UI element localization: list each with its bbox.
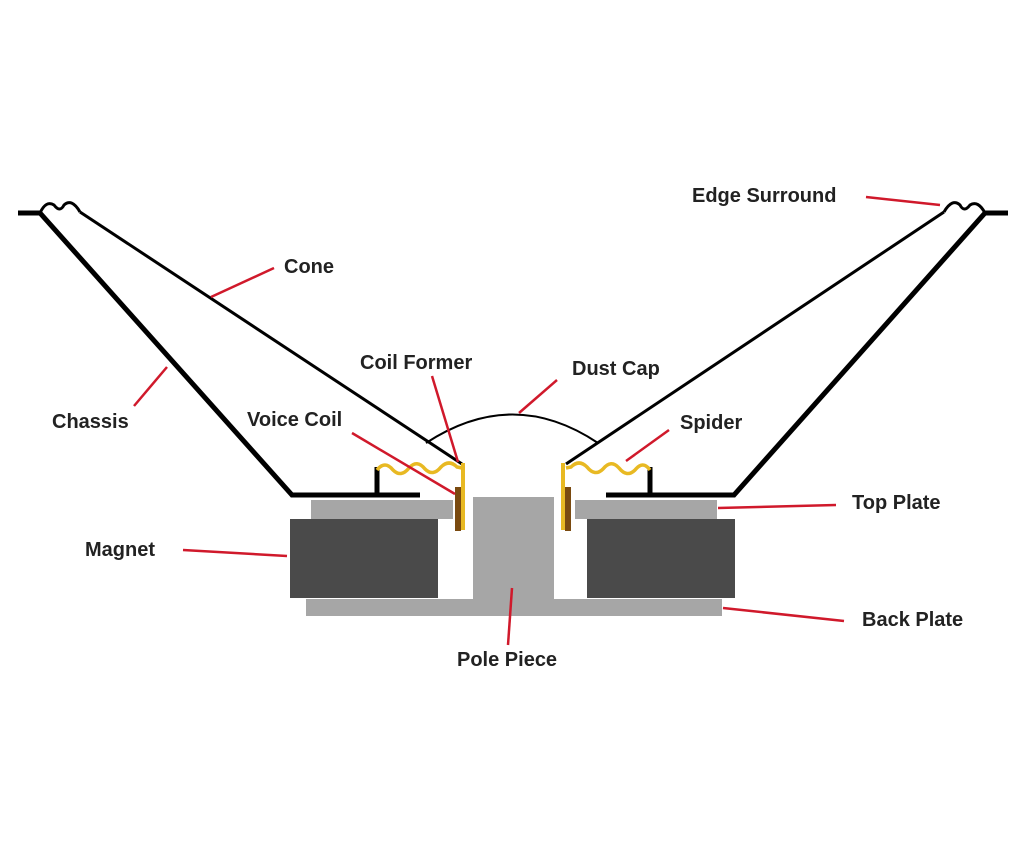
label-dust-cap: Dust Cap [572, 358, 660, 380]
dust-cap [425, 413, 599, 444]
label-cone: Cone [284, 256, 334, 278]
leader-pole-piece [506, 587, 514, 646]
pole-piece [473, 497, 554, 600]
label-coil-former: Coil Former [360, 352, 473, 374]
spider-left [375, 461, 463, 476]
leader-spider [625, 428, 670, 463]
edge-surround-right [942, 201, 987, 214]
spider-right [565, 461, 652, 476]
voice-coil-left [455, 487, 461, 531]
top-plate-right [575, 500, 717, 519]
label-back-plate: Back Plate [862, 609, 964, 631]
cone-left [79, 210, 463, 466]
magnet-right [587, 519, 735, 598]
top-plate-left [311, 500, 453, 519]
label-magnet: Magnet [85, 539, 155, 561]
leader-dust-cap [518, 379, 558, 414]
label-pole-piece: Pole Piece [457, 649, 558, 671]
leader-edge-surround [865, 195, 941, 207]
chassis-left [18, 210, 420, 498]
edge-surround-left [38, 201, 82, 214]
cone-right [565, 210, 945, 466]
voice-coil-right [565, 487, 571, 531]
leader-back-plate [722, 606, 845, 623]
label-top-plate: Top Plate [852, 492, 941, 514]
leader-chassis [133, 366, 168, 407]
label-chassis: Chassis [52, 411, 129, 433]
magnet-left [290, 519, 438, 598]
leader-cone [210, 266, 275, 299]
leader-magnet [182, 548, 288, 558]
label-voice-coil: Voice Coil [247, 409, 343, 431]
back-plate [306, 599, 722, 616]
label-spider: Spider [680, 412, 743, 434]
chassis-right [606, 210, 1008, 498]
leader-top-plate [717, 503, 837, 510]
label-edge-surround: Edge Surround [692, 185, 837, 207]
leader-voice-coil [351, 431, 456, 496]
leader-coil-former [430, 375, 460, 463]
